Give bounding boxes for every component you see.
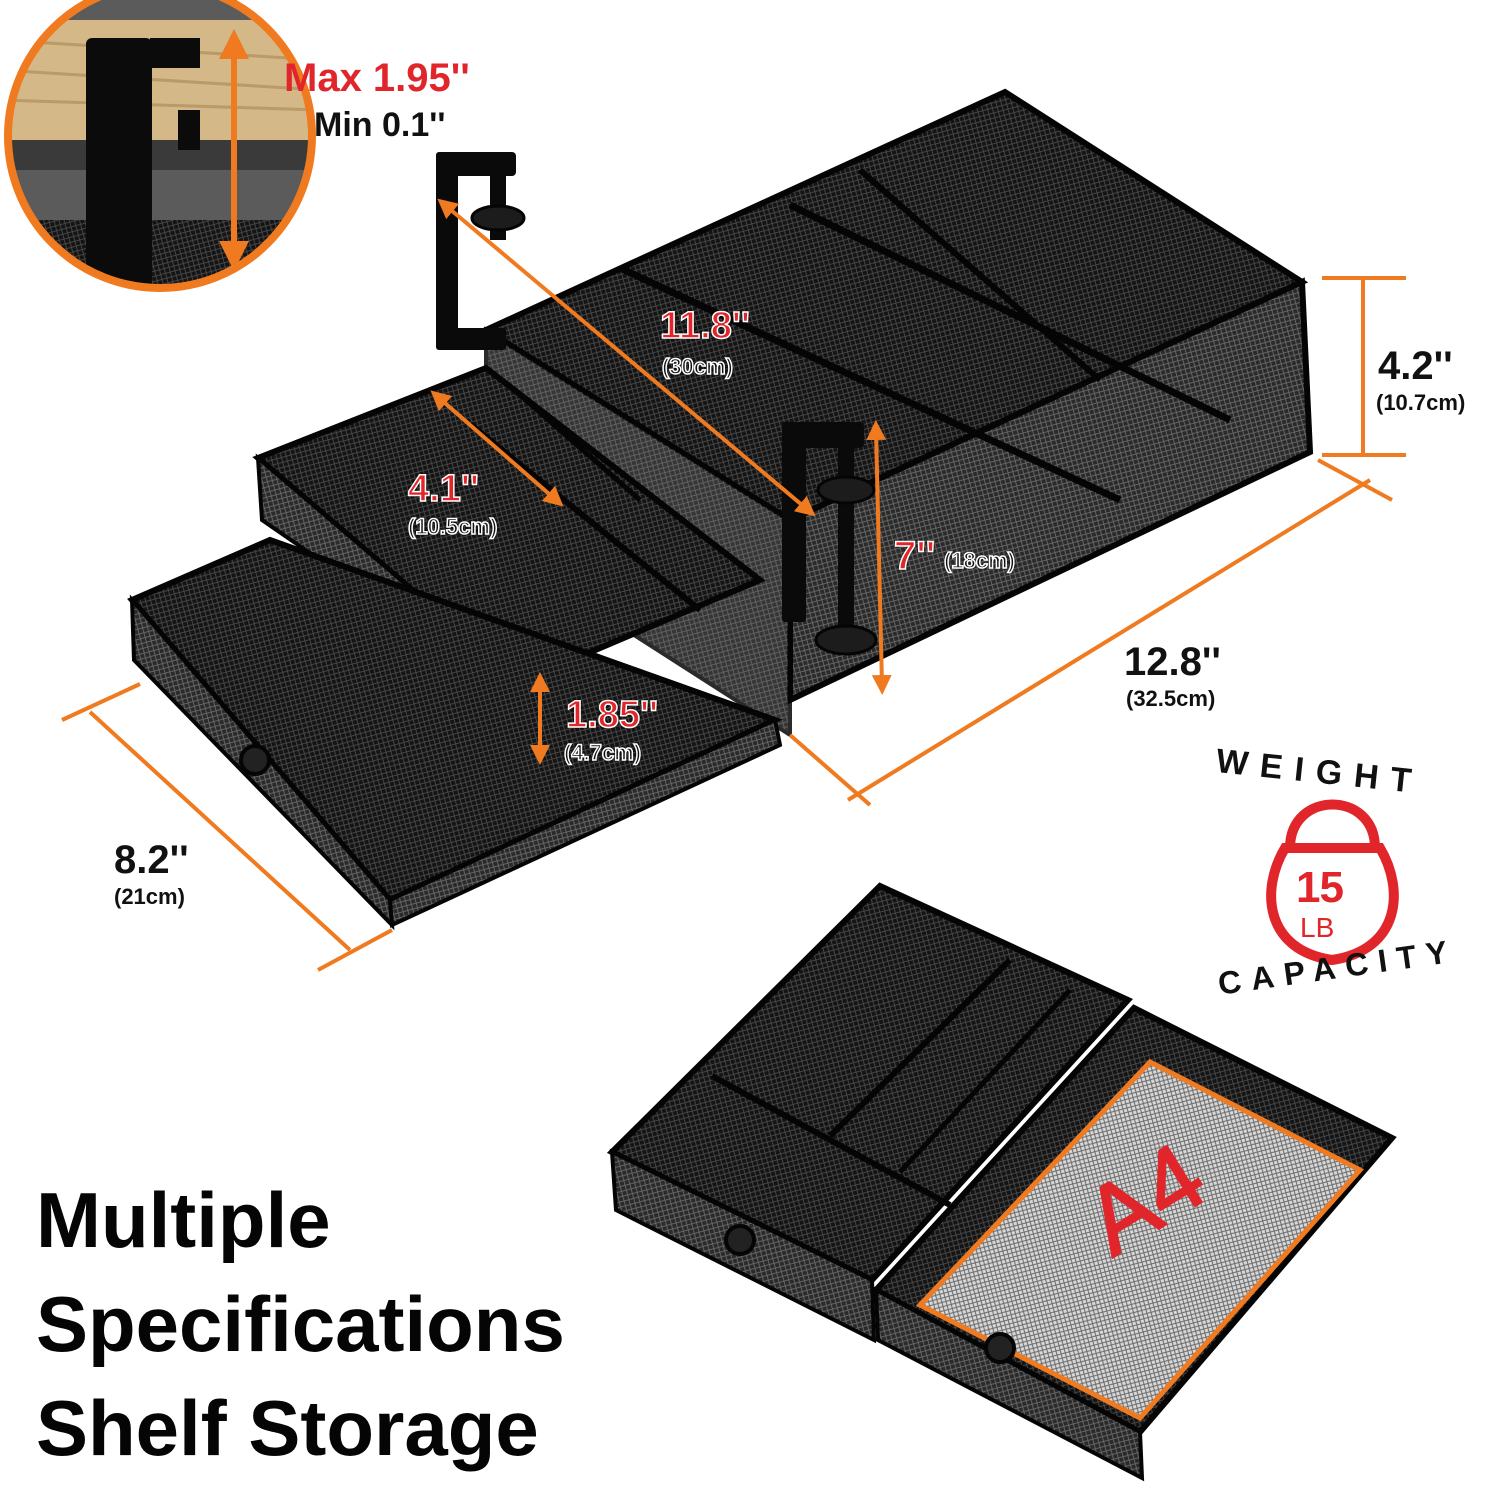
drawer-height-metric: (4.7cm) [563,740,642,765]
dimension-lines [61,198,1406,972]
weight-capacity-badge [1266,799,1399,966]
headline: Multiple Specifications Shelf Storage [36,1168,565,1480]
height-metric: (10.7cm) [1376,390,1466,415]
clamp-height-metric: (18cm) [943,548,1015,573]
clamp-height-value: 7'' [893,534,936,578]
headline-line-1: Multiple [36,1176,331,1264]
top-length-metric: (30cm) [661,354,733,379]
drawer-depth-metric: (10.5cm) [407,514,498,539]
length-metric: (32.5cm) [1126,686,1216,711]
headline-line-2: Specifications [36,1280,565,1368]
drawer-depth-value: 4.1'' [407,468,479,510]
height-value: 4.2'' [1378,344,1453,388]
badge-number: 15 [1296,863,1344,912]
length-value: 12.8'' [1124,640,1221,684]
clamp-max-label: Max 1.95'' [284,56,470,100]
disassembled-trays [606,882,1397,1482]
clamp-detail-inset [4,0,316,292]
headline-line-3: Shelf Storage [36,1384,539,1472]
drawer-height-value: 1.85'' [565,694,659,736]
width-metric: (21cm) [114,884,185,909]
top-length-value: 11.8'' [659,305,750,347]
clamp-min-label: Min 0.1'' [314,106,446,144]
badge-unit: LB [1300,912,1335,943]
lower-drawer [127,536,783,931]
width-value: 8.2'' [114,838,189,882]
